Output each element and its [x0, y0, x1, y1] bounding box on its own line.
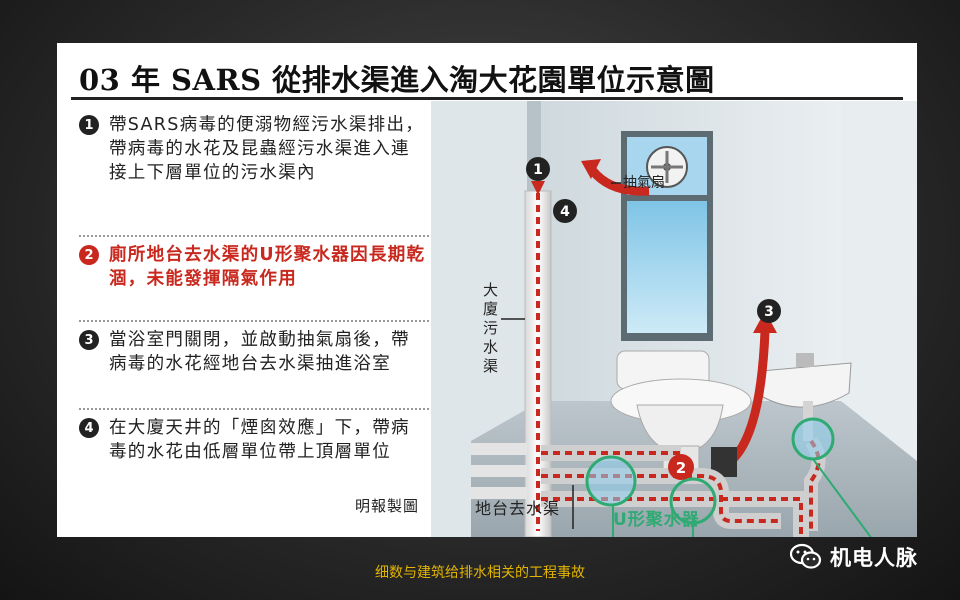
u-trap-label: U形聚水器 [613, 510, 700, 530]
marker-3: 3 [757, 299, 781, 323]
step-text: 當浴室門關閉，並啟動抽氣扇後，帶病毒的水花經地台去水渠抽進浴室 [109, 330, 410, 374]
step-number: 1 [79, 115, 99, 135]
airflow-arrow-fan [589, 167, 650, 196]
sewer-vertical-text: 大廈污水渠 [483, 281, 499, 375]
svg-text:3: 3 [764, 304, 774, 320]
exhaust-fan-icon [646, 146, 688, 188]
u-trap-highlights [585, 417, 872, 537]
svg-text:2: 2 [676, 459, 686, 477]
step-4: 4 在大廈天井的「煙囪效應」下，帶病毒的水花由低層單位帶上頂層單位 [79, 416, 427, 464]
step-text: 廁所地台去水渠的U形聚水器因長期乾涸，未能發揮隔氣作用 [109, 245, 426, 289]
step-3: 3 當浴室門關閉，並啟動抽氣扇後，帶病毒的水花經地台去水渠抽進浴室 [79, 328, 427, 376]
step-number: 2 [79, 245, 99, 265]
wechat-icon [790, 543, 822, 569]
step-1: 1 帶SARS病毒的便溺物經污水渠排出，帶病毒的水花及昆蟲經污水渠進入連接上下層… [79, 113, 427, 185]
step-text: 帶SARS病毒的便溺物經污水渠排出，帶病毒的水花及昆蟲經污水渠進入連接上下層單位… [109, 115, 425, 183]
title-rule [71, 97, 903, 100]
marker-1: 1 [526, 157, 550, 181]
floor-drain-label: 地台去水渠 [475, 499, 561, 518]
brand-logo: 机电人脉 [790, 540, 918, 574]
step-number: 3 [79, 330, 99, 350]
page-title: 03 年 SARS 從排水渠進入淘大花園單位示意圖 [79, 63, 715, 97]
infographic-panel: 03 年 SARS 從排水渠進入淘大花園單位示意圖 1 帶SARS病毒的便溺物經… [57, 43, 917, 537]
caption: 细数与建筑给排水相关的工程事故 [375, 565, 585, 581]
airflow-arrow-up [729, 330, 770, 463]
svg-text:1: 1 [533, 162, 543, 178]
toilet [610, 350, 752, 475]
sewer-label-box: 大廈污水渠 [483, 281, 499, 375]
step-text: 在大廈天井的「煙囪效應」下，帶病毒的水花由低層單位帶上頂層單位 [109, 418, 410, 462]
arrow-head-icon [531, 181, 545, 195]
svg-text:4: 4 [560, 204, 570, 220]
divider [79, 408, 429, 410]
window-pane [627, 201, 707, 333]
divider [79, 320, 429, 322]
marker-4: 4 [553, 199, 577, 223]
arrow-head-icon [581, 159, 601, 179]
credit: 明報製圖 [354, 497, 419, 515]
logo-text: 机电人脉 [830, 546, 918, 570]
step-2: 2 廁所地台去水渠的U形聚水器因長期乾涸，未能發揮隔氣作用 [79, 243, 427, 291]
marker-2: 2 [668, 454, 694, 480]
steps-panel: 1 帶SARS病毒的便溺物經污水渠排出，帶病毒的水花及昆蟲經污水渠進入連接上下層… [71, 105, 431, 530]
fan-label: 抽氣扇 [623, 175, 665, 191]
bathroom-diagram: 1 4 3 2 抽氣扇 大廈污水渠 [431, 101, 917, 537]
divider [79, 235, 429, 237]
step-number: 4 [79, 418, 99, 438]
